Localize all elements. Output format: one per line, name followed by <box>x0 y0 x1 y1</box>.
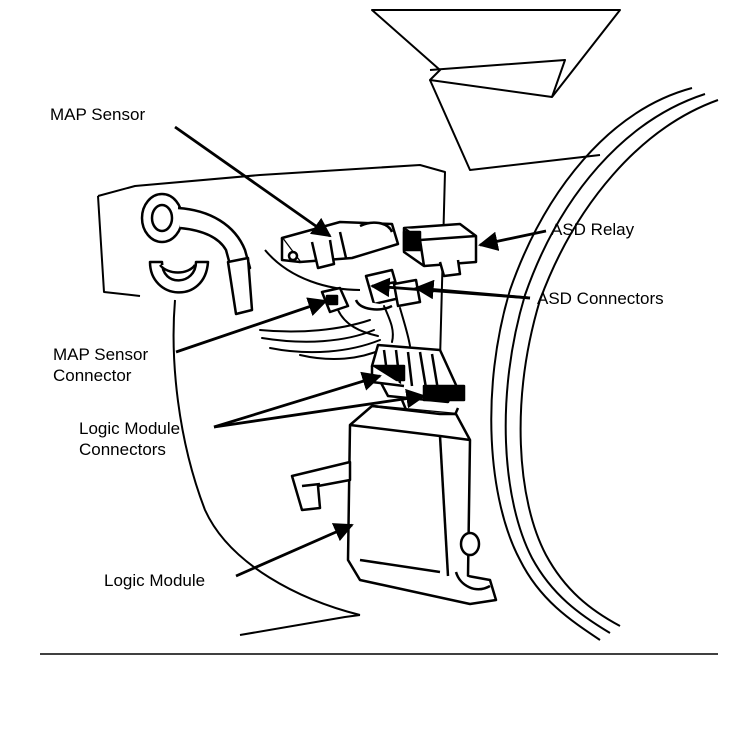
map-sensor-connector-label-line1: MAP Sensor <box>53 345 149 364</box>
logic-module-label: Logic Module <box>104 571 206 590</box>
arrow-asd-connectors-b <box>414 279 531 300</box>
logic-module-shape <box>290 404 498 606</box>
map-sensor-connector <box>320 286 350 314</box>
logic-module-connectors-label-line1: Logic Module <box>79 419 181 438</box>
body-panels <box>40 9 719 655</box>
arrow-logic-connectors-b <box>213 388 426 429</box>
map-sensor-label: MAP Sensor <box>50 105 146 124</box>
arrow-logic-module <box>235 523 354 578</box>
arrow-map-sensor <box>174 125 332 238</box>
asd-relay-label: ASD Relay <box>551 220 635 239</box>
leader-arrows <box>174 125 547 578</box>
logic-module-connectors-label: Logic Module Connectors <box>79 418 180 460</box>
logic-module-connectors-label-line2: Connectors <box>79 440 166 459</box>
map-sensor <box>280 220 400 270</box>
asd-relay <box>402 222 478 278</box>
wiring-harness <box>259 305 411 361</box>
asd-connectors-label: ASD Connectors <box>537 289 664 308</box>
arrow-map-connector <box>175 297 328 354</box>
arrow-logic-connectors-a <box>213 371 382 429</box>
map-sensor-connector-label: MAP Sensor Connector <box>53 344 148 386</box>
arrow-asd-relay <box>478 229 547 251</box>
vacuum-hose-fitting <box>140 192 254 316</box>
map-sensor-connector-label-line2: Connector <box>53 366 132 385</box>
